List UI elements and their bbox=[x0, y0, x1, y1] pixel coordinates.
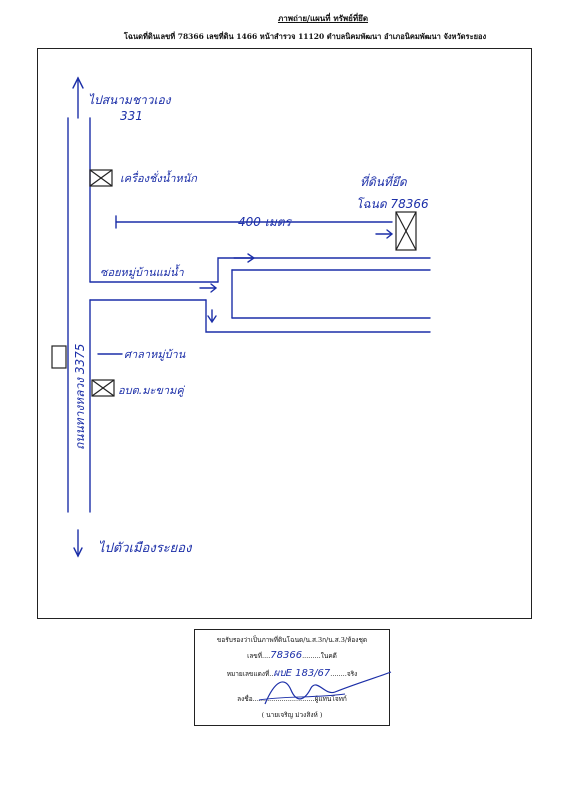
target-arrow bbox=[375, 229, 394, 239]
cert-sign-line: ลงชื่อ..............................ผู้แ… bbox=[237, 695, 347, 703]
south-arrow-icon bbox=[73, 547, 83, 558]
building-icon bbox=[89, 169, 113, 187]
deed-prefix: เลขที่ bbox=[247, 652, 263, 660]
side-road-top-edge bbox=[217, 257, 431, 283]
certification-box: ขอรับรองว่าเป็นภาพที่ดินโฉนด/น.ส.3ก/น.ส.… bbox=[194, 629, 392, 726]
distance-label: 400 เมตร bbox=[238, 215, 293, 229]
roadside-sign-icon bbox=[51, 345, 67, 369]
sign-prefix: ลงชื่อ bbox=[237, 695, 253, 703]
deed-suffix: ในคดี bbox=[320, 652, 337, 660]
sign-suffix: ผู้แทนโจทก์ bbox=[314, 695, 347, 703]
cert-case-line: หมายเลขแดงที่..ผบE 183/67........จริง bbox=[226, 668, 358, 679]
landmark-1-label: เครื่องชั่งน้ำหนัก bbox=[120, 170, 198, 185]
cert-deed-line: เลขที่....78366.........ในคดี bbox=[247, 650, 337, 661]
cert-statement: ขอรับรองว่าเป็นภาพที่ดินโฉนด/น.ส.3ก/น.ส.… bbox=[216, 636, 368, 644]
case-prefix: หมายเลขแดงที่ bbox=[226, 670, 270, 678]
signature-mark bbox=[258, 671, 392, 705]
case-suffix: จริง bbox=[346, 670, 358, 678]
south-label: ไปตัวเมืองระยอง bbox=[98, 540, 193, 556]
north-arrow-icon bbox=[72, 76, 84, 89]
case-number: ผบE 183/67 bbox=[273, 668, 331, 679]
north-label: ไปสนามชาวเอง bbox=[88, 93, 172, 107]
signer-name: ( นายเจริญ ม่วงสิงห์ ) bbox=[261, 711, 323, 719]
map-frame bbox=[37, 48, 532, 619]
north-number: 331 bbox=[120, 109, 143, 123]
page-title: ภาพถ่าย/แผนที่ ทรัพย์ที่ยึด bbox=[277, 13, 369, 23]
target-label-1: ที่ดินที่ยึด bbox=[360, 173, 408, 189]
landmark-3-label: อบต.มะขามคู่ bbox=[118, 384, 186, 397]
building-icon bbox=[91, 379, 115, 397]
landmark-2-label: ศาลาหมู่บ้าน bbox=[124, 348, 186, 361]
road-name-label: ถนนทางหลวง 3375 bbox=[73, 344, 87, 450]
deed-number: 78366 bbox=[270, 650, 303, 661]
side-road-bottom-edge bbox=[205, 299, 431, 333]
target-parcel-icon bbox=[395, 211, 417, 251]
side-road-label: ซอยหมู่บ้านแม่น้ำ bbox=[100, 264, 185, 279]
target-label-2: โฉนด 78366 bbox=[356, 197, 429, 211]
deed-subtitle: โฉนดที่ดินเลขที่ 78366 เลขที่ดิน 1466 หน… bbox=[123, 32, 487, 41]
